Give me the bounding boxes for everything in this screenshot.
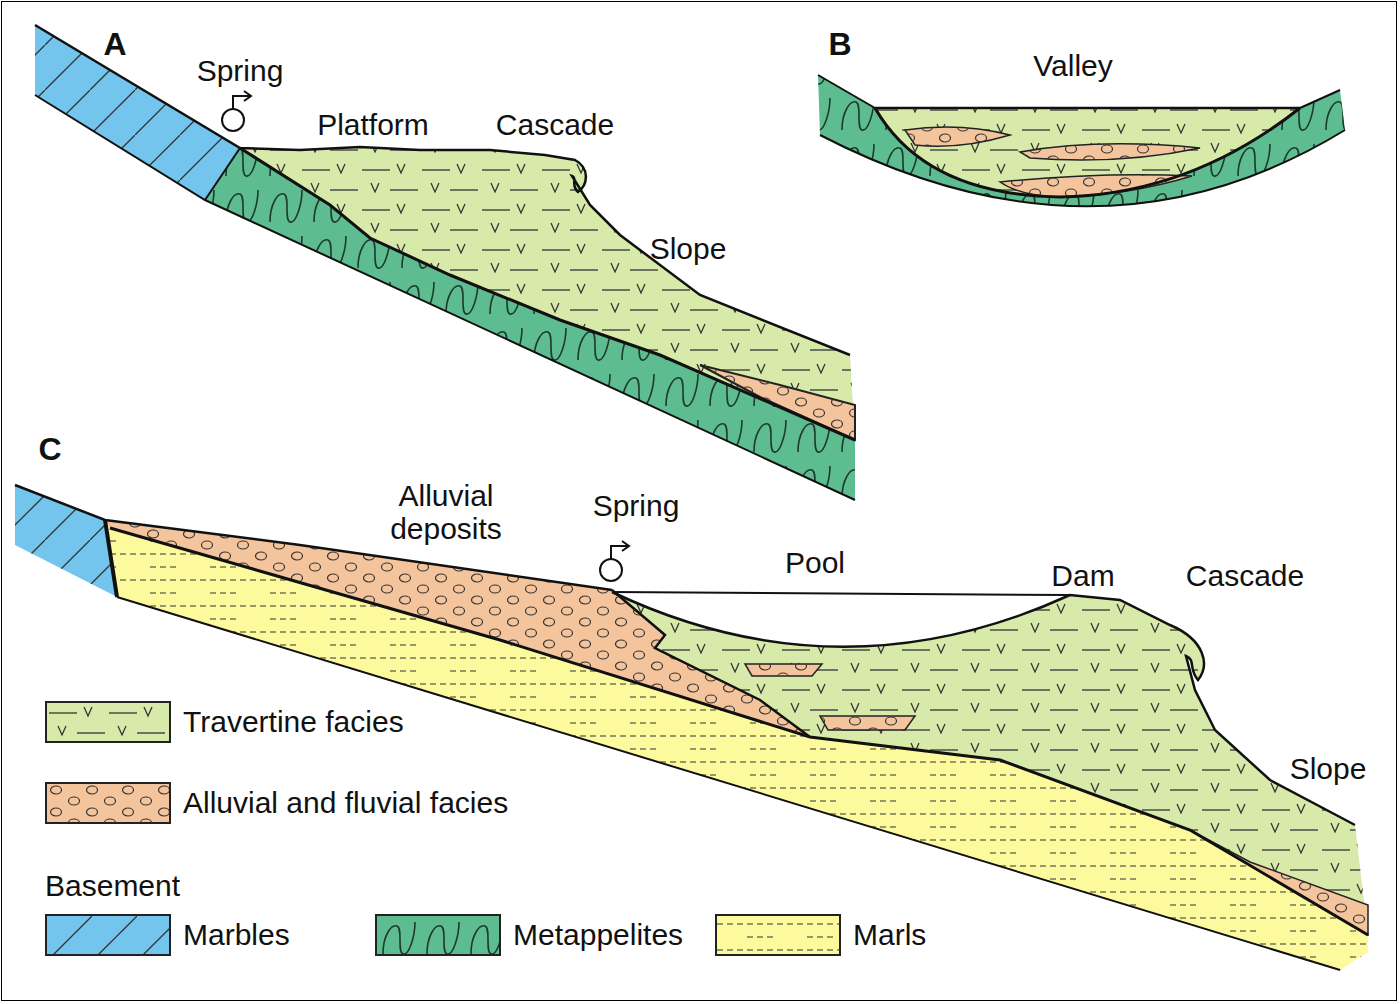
legend-text: Marbles [183, 918, 290, 952]
panel-letter: A [103, 27, 126, 62]
feature-label: Slope [1290, 752, 1367, 785]
feature-label: Spring [197, 54, 284, 87]
legend-swatch [45, 914, 171, 956]
panel-letter: B [828, 27, 851, 62]
legend-swatch [45, 701, 171, 743]
section-c [15, 485, 1368, 970]
feature-label: Spring [593, 489, 680, 522]
feature-label: Dam [1051, 559, 1114, 592]
section-a [35, 25, 855, 500]
legend-swatch [375, 914, 501, 956]
legend-swatch [45, 782, 171, 824]
swatch-texture [377, 916, 499, 954]
feature-label: Platform [317, 108, 429, 141]
legend-item: Marls [715, 914, 926, 956]
legend-item: Travertine facies [45, 701, 404, 743]
feature-label: Pool [785, 546, 845, 579]
feature-label: Slope [650, 232, 727, 265]
swatch-texture [47, 916, 169, 954]
legend-item: Metappelites [375, 914, 683, 956]
legend-text: Marls [853, 918, 926, 952]
section-b [818, 75, 1345, 206]
feature-label: Valley [1033, 49, 1112, 82]
panel-letter: C [38, 432, 61, 467]
feature-label: Cascade [496, 108, 614, 141]
legend-text: Travertine facies [183, 705, 404, 739]
legend-text: Alluvial and fluvial facies [183, 786, 508, 820]
legend-swatch [715, 914, 841, 956]
legend-item: Alluvial and fluvial facies [45, 782, 508, 824]
swatch-texture [47, 703, 169, 741]
swatch-texture [717, 916, 839, 954]
legend-heading: Basement [45, 869, 180, 902]
feature-label: Cascade [1186, 559, 1304, 592]
legend-text: Metappelites [513, 918, 683, 952]
swatch-texture [47, 784, 169, 822]
feature-label: Alluvial deposits [361, 479, 531, 545]
legend-item: Marbles [45, 914, 290, 956]
